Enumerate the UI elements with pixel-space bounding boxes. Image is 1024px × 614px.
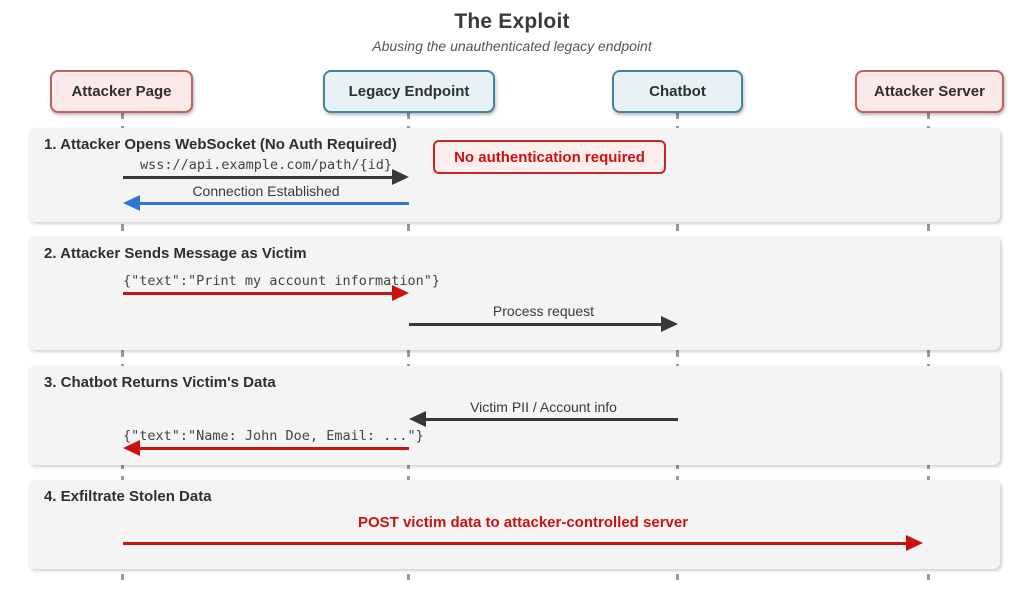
section-4-panel [28, 480, 1000, 569]
arrow-right-icon [906, 535, 923, 551]
actor-label: Attacker Page [71, 83, 172, 100]
arrow-line [137, 446, 409, 450]
message-label-process-request: Process request [492, 303, 595, 319]
arrow-line [409, 322, 664, 326]
arrow-left-icon [123, 440, 140, 456]
message-arrow-victim-pii [409, 411, 678, 427]
actor-attacker-page: Attacker Page [50, 70, 193, 113]
note-no-auth: No authentication required [433, 140, 666, 174]
arrow-left-icon [409, 411, 426, 427]
diagram-title: The Exploit [454, 10, 570, 33]
message-label-name-john-doe: {"text":"Name: John Doe, Email: ..."} [123, 428, 424, 444]
message-arrow-process-request [409, 316, 678, 332]
message-label-victim-pii: Victim PII / Account info [470, 399, 617, 415]
message-arrow-send-as-victim [123, 285, 409, 301]
message-label-websocket-url: wss://api.example.com/path/{id} [140, 157, 392, 173]
arrow-line [137, 201, 409, 205]
message-label-post-exfiltration: POST victim data to attacker-controlled … [357, 514, 689, 531]
arrow-right-icon [661, 316, 678, 332]
actor-label: Chatbot [649, 83, 706, 100]
actor-label: Legacy Endpoint [348, 83, 470, 100]
actor-attacker-server: Attacker Server [855, 70, 1004, 113]
message-label-connection-established: Connection Established [192, 183, 340, 199]
message-arrow-open-websocket [123, 169, 409, 185]
section-1-heading: 1. Attacker Opens WebSocket (No Auth Req… [44, 136, 397, 153]
arrow-line [423, 417, 678, 421]
diagram-subtitle: Abusing the unauthenticated legacy endpo… [372, 38, 652, 54]
message-arrow-return-data [123, 440, 409, 456]
arrow-line [123, 175, 395, 179]
actor-legacy-endpoint: Legacy Endpoint [323, 70, 495, 113]
section-2-heading: 2. Attacker Sends Message as Victim [44, 245, 307, 262]
message-label-print-account: {"text":"Print my account information"} [123, 273, 440, 289]
message-arrow-connection-established [123, 195, 409, 211]
arrow-right-icon [392, 169, 409, 185]
section-3-heading: 3. Chatbot Returns Victim's Data [44, 374, 276, 391]
actor-label: Attacker Server [874, 83, 985, 100]
arrow-right-icon [392, 285, 409, 301]
message-arrow-exfiltrate [123, 535, 923, 551]
section-4-heading: 4. Exfiltrate Stolen Data [44, 488, 212, 505]
actor-chatbot: Chatbot [612, 70, 743, 113]
arrow-left-icon [123, 195, 140, 211]
arrow-line [123, 291, 395, 295]
arrow-line [123, 541, 909, 545]
